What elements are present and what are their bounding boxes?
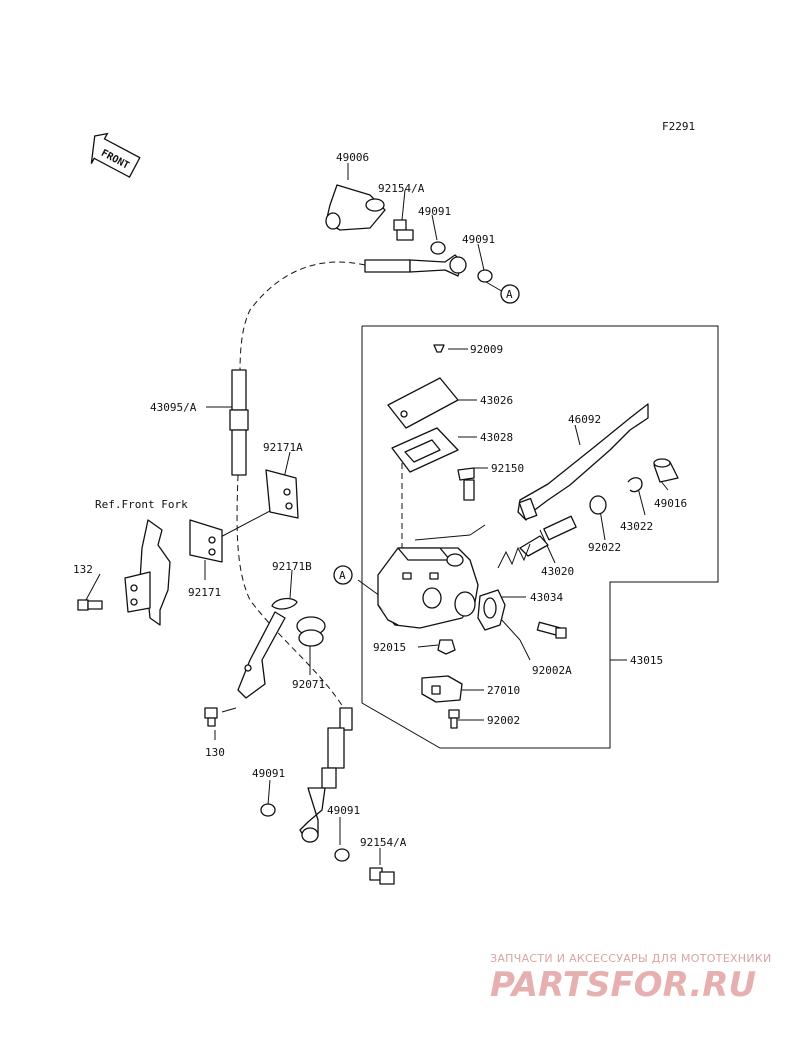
- label-92171b: 92171B: [272, 560, 312, 573]
- boot-49016: [653, 458, 679, 483]
- clamp-43034: [477, 589, 506, 631]
- piston-43020: [497, 515, 577, 569]
- label-92009: 92009: [470, 343, 503, 356]
- marker-a-left-label: A: [339, 569, 346, 582]
- label-132: 132: [73, 563, 93, 576]
- clip-92171b: [271, 597, 298, 610]
- marker-a-top: [500, 284, 520, 304]
- brake-hose-lower: [299, 707, 353, 843]
- bolt-132: [77, 599, 103, 611]
- label-43095a: 43095/A: [150, 401, 197, 414]
- label-92071: 92071: [292, 678, 325, 691]
- reservoir-cap-43026: [387, 377, 459, 429]
- hose-cap-49006: [325, 184, 386, 231]
- label-43015: 43015: [630, 654, 663, 667]
- label-92150: 92150: [491, 462, 524, 475]
- figure-code: F2291: [662, 120, 695, 133]
- label-43020: 43020: [541, 565, 574, 578]
- nut-92015: [437, 639, 456, 655]
- bolt-130: [204, 707, 218, 727]
- label-43034: 43034: [530, 591, 563, 604]
- diaphragm-43028: [391, 427, 459, 473]
- marker-a-top-label: A: [506, 288, 513, 301]
- label-27010: 27010: [487, 684, 520, 697]
- circlip-43022: [627, 477, 643, 493]
- watermark-logo: PARTSFOR.RU: [490, 965, 756, 1005]
- label-92171a: 92171A: [263, 441, 303, 454]
- label-92154a-top: 92154/A: [378, 182, 425, 195]
- screw-92002: [448, 709, 460, 729]
- washer-bot-2: [334, 848, 350, 862]
- label-ref-front-fork: Ref.Front Fork: [95, 498, 188, 511]
- screw-92009: [433, 344, 445, 353]
- clamp-92171: [189, 519, 223, 563]
- front-arrow-icon: FRONT: [90, 132, 141, 178]
- label-43026: 43026: [480, 394, 513, 407]
- front-fork-bracket: [124, 519, 171, 626]
- label-49091-top1: 49091: [418, 205, 451, 218]
- clamp-92171a: [265, 469, 299, 519]
- brake-hose-43095a: [229, 369, 249, 476]
- banjo-fitting-top: [364, 254, 467, 277]
- label-92002a: 92002A: [532, 664, 572, 677]
- marker-a-left: [333, 565, 353, 585]
- label-92022: 92022: [588, 541, 621, 554]
- label-49091-bot2: 49091: [327, 804, 360, 817]
- washer-bot-1: [260, 803, 276, 817]
- washer-92022: [589, 495, 607, 515]
- label-92171: 92171: [188, 586, 221, 599]
- hose-route-upper: [239, 261, 366, 376]
- washer-top-2: [477, 269, 493, 283]
- label-43028: 43028: [480, 431, 513, 444]
- label-49016: 49016: [654, 497, 687, 510]
- label-49091-top2: 49091: [462, 233, 495, 246]
- hose-route-lower: [236, 474, 346, 711]
- label-49091-bot1: 49091: [252, 767, 285, 780]
- label-92154a-bot: 92154/A: [360, 836, 407, 849]
- pivot-bolt-92150: [457, 467, 475, 501]
- label-46092: 46092: [568, 413, 601, 426]
- grommet-92071: [296, 616, 326, 647]
- hose-bracket: [237, 611, 286, 699]
- bolt-92002a: [536, 621, 567, 639]
- brake-lever-46092: [517, 403, 649, 521]
- washer-top-1: [430, 241, 446, 255]
- banjo-bolt-bottom: [369, 867, 395, 885]
- label-92002: 92002: [487, 714, 520, 727]
- switch-27010: [421, 675, 463, 703]
- master-cylinder-body: [377, 547, 479, 629]
- label-43022: 43022: [620, 520, 653, 533]
- banjo-bolt-top: [393, 219, 414, 241]
- label-49006: 49006: [336, 151, 369, 164]
- watermark-tagline: ЗАПЧАСТИ И АКСЕССУАРЫ ДЛЯ МОТОТЕХНИКИ: [490, 952, 772, 965]
- assembly-boundary: [361, 325, 719, 749]
- label-130: 130: [205, 746, 225, 759]
- label-92015: 92015: [373, 641, 406, 654]
